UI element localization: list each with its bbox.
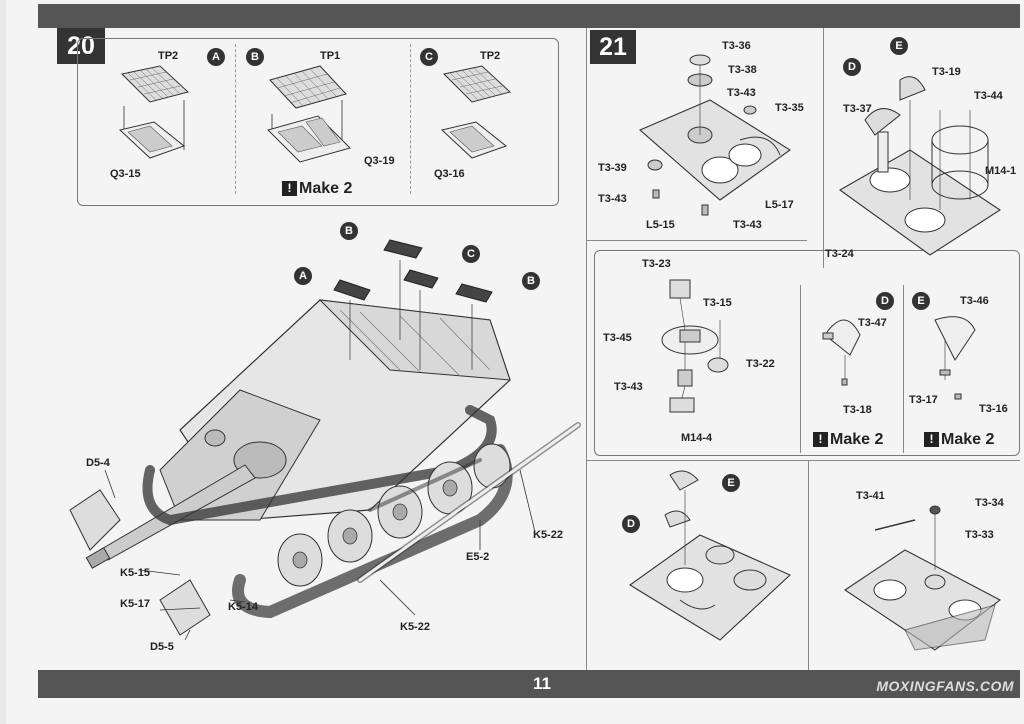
turret-plate-drawing [638,54,791,216]
part-t3-43-bottom: T3-43 [733,219,762,231]
callout-e-bottom: E [722,474,740,492]
part-t3-44: T3-44 [974,90,1003,102]
hatch-assembly-drawing [838,76,1002,256]
callout-e-sub: E [912,292,930,310]
make-exclamation-icon: ! [282,181,297,196]
part-k5-17: K5-17 [120,598,150,610]
part-t3-19: T3-19 [932,66,961,78]
mesh-screen-b [267,65,351,163]
part-d5-5: D5-5 [150,641,174,653]
part-t3-36: T3-36 [722,40,751,52]
page-number: 11 [533,674,551,693]
part-t3-39: T3-39 [598,162,627,174]
engine-deck-drawing [844,505,1002,651]
part-t3-43-sub: T3-43 [614,381,643,393]
page-edge [0,0,6,724]
page-divider [586,28,587,670]
part-l5-17: L5-17 [765,199,794,211]
divider-21-bottom-vertical [808,460,809,670]
part-t3-16: T3-16 [979,403,1008,415]
part-m14-4: M14-4 [681,432,713,444]
part-t3-45: T3-45 [603,332,632,344]
callout-c: C [420,48,438,66]
part-k5-22-lower: K5-22 [400,621,430,633]
callout-b: B [246,48,264,66]
hatch-d-drawing [822,319,861,386]
part-t3-18: T3-18 [843,404,872,416]
part-t3-24: T3-24 [825,248,854,260]
turret-roof-hatches-drawing [629,470,791,641]
tp1-label-b: TP1 [320,50,341,62]
part-t3-22: T3-22 [746,358,775,370]
make-exclamation-icon: ! [813,432,828,447]
part-q3-15: Q3-15 [110,168,141,180]
step-21-number: 21 [590,30,636,64]
part-m14-1: M14-1 [985,165,1017,177]
make-2-sub-e: !Make 2 [924,431,994,449]
callout-e-top: E [890,37,908,55]
part-t3-43-left: T3-43 [598,193,627,205]
callout-a: A [207,48,225,66]
part-t3-15: T3-15 [703,297,732,309]
panel-divider [235,44,237,194]
part-e5-2: E5-2 [466,551,490,563]
make-text: Make 2 [941,431,995,448]
divider-sub-d [800,285,801,453]
periscope-assembly-drawing [661,279,729,413]
part-t3-34: T3-34 [975,497,1004,509]
part-t3-38: T3-38 [728,64,757,76]
callout-a-main: A [294,267,312,285]
callout-c-main: C [462,245,480,263]
tank-hull-drawing [69,239,581,641]
mesh-screen-c [440,65,512,159]
make-2-sub-d: !Make 2 [813,431,883,449]
part-k5-14: K5-14 [228,601,258,613]
part-t3-47: T3-47 [858,317,887,329]
hatch-e-drawing [934,316,976,400]
top-band [38,4,1020,28]
callout-b2-main: B [522,272,540,290]
part-t3-37: T3-37 [843,103,872,115]
part-t3-46: T3-46 [960,295,989,307]
part-t3-33: T3-33 [965,529,994,541]
part-t3-17: T3-17 [909,394,938,406]
part-t3-35: T3-35 [775,102,804,114]
bottom-band [38,670,1020,698]
step-21-sub-panel [594,250,1020,456]
divider-21-vertical [823,28,824,268]
part-d5-4: D5-4 [86,457,110,469]
part-t3-41: T3-41 [856,490,885,502]
divider-21-horizontal-1 [587,240,807,241]
tp2-label-c: TP2 [480,50,501,62]
part-k5-15: K5-15 [120,567,150,579]
step-20-number: 20 [57,28,105,64]
mesh-screen-a [118,65,190,159]
make-exclamation-icon: ! [924,432,939,447]
tp2-label-a: TP2 [158,50,179,62]
callout-d-bottom: D [622,515,640,533]
make-text: Make 2 [299,180,353,197]
part-t3-23: T3-23 [642,258,671,270]
part-t3-43-top: T3-43 [727,87,756,99]
panel-divider [410,44,412,194]
callout-d-top: D [843,58,861,76]
part-q3-16: Q3-16 [434,168,465,180]
part-k5-22-upper: K5-22 [533,529,563,541]
divider-21-horizontal-2 [587,460,1020,461]
callout-b-main: B [340,222,358,240]
watermark: MOXINGFANS.COM [876,678,1014,694]
make-text: Make 2 [830,431,884,448]
step-20-subassembly-panel [77,38,559,206]
callout-d-sub: D [876,292,894,310]
make-2-step20: !Make 2 [282,180,352,198]
part-q3-19: Q3-19 [364,155,395,167]
divider-sub-e [903,285,904,453]
part-l5-15: L5-15 [646,219,675,231]
